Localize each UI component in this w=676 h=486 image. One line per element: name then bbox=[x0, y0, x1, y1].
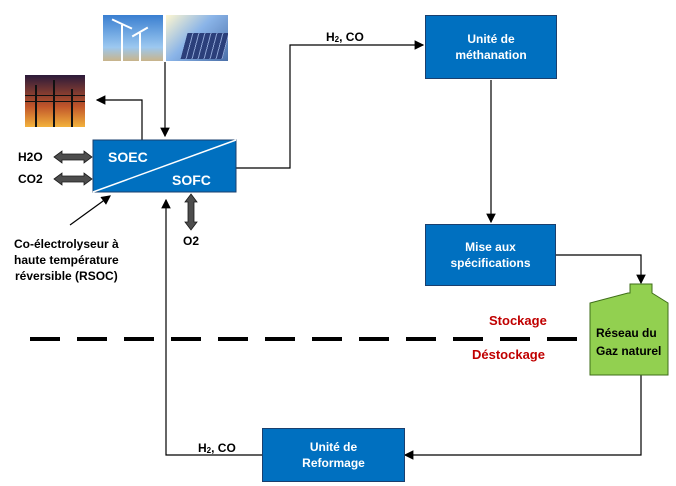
arrow-rsoc-to-grid bbox=[95, 95, 143, 140]
gas-network-tank bbox=[589, 283, 669, 376]
h2-co-top-label: H2, CO bbox=[326, 30, 364, 44]
arrow-tank-to-reforming bbox=[403, 375, 642, 460]
arrow-caption-to-rsoc bbox=[69, 195, 111, 226]
rsoc-caption-line-2: haute température bbox=[14, 253, 119, 267]
arrow-specifications-to-tank bbox=[556, 254, 646, 285]
sofc-label: SOFC bbox=[172, 172, 211, 188]
methanation-unit: Unité de méthanation bbox=[425, 15, 557, 79]
arrow-rsoc-to-methanation bbox=[236, 40, 425, 169]
destorage-label: Déstockage bbox=[472, 347, 545, 362]
storage-label: Stockage bbox=[489, 313, 547, 328]
o2-label: O2 bbox=[183, 234, 200, 248]
h2-co-bottom-label: H2, CO bbox=[198, 441, 236, 455]
rsoc-caption: Co-électrolyseur à haute température rév… bbox=[14, 236, 119, 284]
reforming-unit: Unité de Reformage bbox=[262, 428, 405, 482]
co2-double-arrow bbox=[53, 172, 93, 186]
rsoc-caption-line-3: réversible (RSOC) bbox=[15, 269, 118, 283]
arrow-reforming-to-rsoc bbox=[161, 198, 262, 456]
o2-double-arrow bbox=[184, 193, 198, 231]
co2-label: CO2 bbox=[18, 172, 43, 186]
power-grid-image bbox=[25, 75, 85, 127]
h2o-label: H2O bbox=[18, 150, 43, 164]
soec-label: SOEC bbox=[108, 149, 148, 165]
solar-panel-image bbox=[166, 15, 228, 61]
specifications-unit: Mise aux spécifications bbox=[425, 224, 556, 286]
rsoc-unit bbox=[92, 139, 237, 193]
gas-network-label: Réseau du Gaz naturel bbox=[596, 326, 662, 358]
h2o-double-arrow bbox=[53, 150, 93, 164]
rsoc-caption-line-1: Co-électrolyseur à bbox=[14, 237, 119, 251]
wind-turbine-image bbox=[103, 15, 163, 61]
